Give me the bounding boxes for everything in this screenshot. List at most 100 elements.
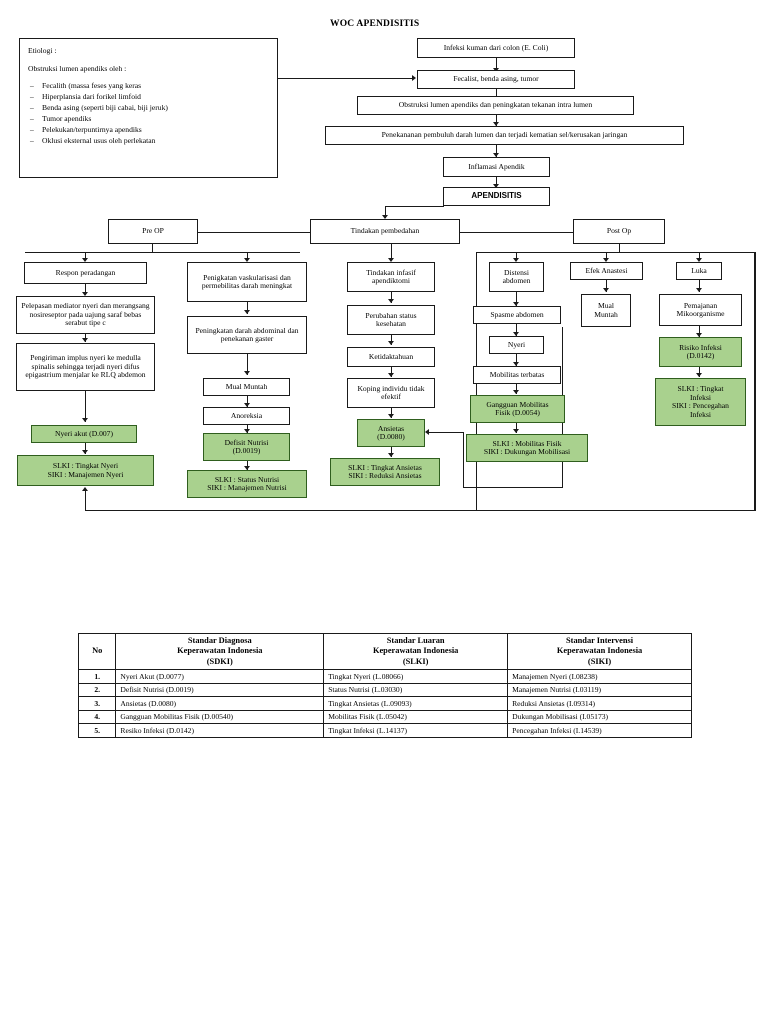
etiologi-item: Tumor apendiks [30,113,269,124]
node-obstruksi-lumen: Obstruksi lumen apendiks dan peningkatan… [357,96,634,115]
arrowhead-down-apendisitis [493,184,499,188]
node-distensi-abdomen: Distensi abdomen [489,262,544,292]
node-pre-op: Pre OP [108,219,198,244]
connector-c2-1 [247,302,248,314]
node-pengiriman-implus: Pengiriman implus nyeri ke medulla spina… [16,343,155,391]
node-nyeri: Nyeri [489,336,544,354]
arrowhead-c3-5 [388,453,394,457]
table-row: 5. Resiko Infeksi (D.0142) Tingkat Infek… [77,723,692,738]
connector-c5-1 [606,280,607,292]
arrowhead-c1-2 [82,338,88,342]
arrowhead-down-col1 [82,258,88,262]
connector-c1-1 [85,284,86,295]
connector-c6-2 [699,326,700,337]
arrowhead-c3-2 [388,341,394,345]
etiologi-list: Fecalith (massa feses yang keras Hiperpl… [28,80,269,146]
connector-c3-3 [391,367,392,377]
table-row: 1. Nyeri Akut (D.0077) Tingkat Nyeri (L.… [77,669,692,684]
connector-mobilitas-to-ansietas-v [463,432,464,487]
node-respon-peradangan: Respon peradangan [24,262,147,284]
connector-c4-5 [516,423,517,433]
connector-tindakan-postop [460,232,573,233]
etiologi-panel: Etiologi : Obstruksi lumen apendiks oleh… [19,38,278,178]
etiologi-subheading: Obstruksi lumen apendiks oleh : [28,64,127,74]
node-post-op: Post Op [573,219,665,244]
etiologi-heading: Etiologi : [28,46,57,55]
arrowhead-c1-3 [82,418,88,422]
connector-branch-col6 [699,252,700,260]
table-row: 4. Gangguan Mobilitas Fisik (D.00540) Mo… [77,709,692,725]
node-tindakan-infasif: Tindakan infasif apendiktomi [347,262,435,292]
node-pelepasan-mediator: Pelepasan mediator nyeri dan merangsang … [16,296,155,334]
cell-siki: Manajemen Nutrisi (I.03119) [507,682,692,698]
connector-c2-2 [247,354,248,375]
arrowhead-c2-5 [244,466,250,470]
table-header-row: No Standar Diagnosa Keperawatan Indonesi… [77,632,692,671]
node-tindakan-pembedahan: Tindakan pembedahan [310,219,460,244]
connector-infeksi-fecalist [496,58,497,70]
right-rail-line [755,252,756,510]
etiologi-item: Fecalith (massa feses yang keras [30,80,269,91]
node-mual-muntah-anastesi: Mual Muntah [581,294,631,327]
connector-branch-col1 [85,252,86,260]
arrowhead-down-tindakan [382,215,388,219]
arrowhead-c1-1 [82,292,88,296]
node-diagnosa-defisit-nutrisi: Defisit Nutrisi (D.0019) [203,433,290,461]
node-fecalist: Fecalist, benda asing, tumor [417,70,575,89]
node-luka: Luka [676,262,722,280]
arrowhead-c4-4 [513,390,519,394]
connector-c3-4 [391,408,392,418]
node-peningkatan-darah-abdominal: Peningkatan darah abdominal dan penekana… [187,316,307,354]
cell-no: 1. [77,669,117,684]
bottom-rail-line [85,510,756,511]
node-slki-siki-infeksi: SLKI : Tingkat Infeksi SIKI : Pencegahan… [655,378,746,426]
arrowhead-down-col3 [388,258,394,262]
connector-branch-col5 [606,252,607,260]
etiologi-item: Benda asing (seperti biji cabai, biji je… [30,102,269,113]
node-mobilitas-terbatas: Mobilitas terbatas [473,366,561,384]
node-diagnosa-nyeri-akut: Nyeri akut (D.007) [31,425,137,443]
connector-c4-4 [516,384,517,394]
arrowhead-up-slki-nyeri [82,487,88,491]
connector-preop-down [152,244,153,253]
node-mual-muntah-nutrisi: Mual Muntah [203,378,290,396]
node-diagnosa-gangguan-mobilitas: Gangguan Mobilitas Fisik (D.0054) [470,395,565,423]
connector-fecalist-obstruksi [496,89,497,99]
arrowhead-c2-1 [244,310,250,314]
connector-c3-2 [391,335,392,345]
cell-siki: Pencegahan Infeksi (I.14539) [507,723,692,738]
connector-apendisitis-horizontal [385,206,444,207]
arrowhead-c3-1 [388,299,394,303]
node-slki-siki-nyeri: SLKI : Tingkat Nyeri SIKI : Manajemen Ny… [17,455,154,486]
connector-apendisitis-down [385,206,386,218]
arrowhead-c4-5 [513,429,519,433]
cell-no: 4. [77,709,117,725]
connector-inflamasi-apendisitis [496,177,497,187]
connector-c3-1 [391,292,392,303]
cell-slki: Tingkat Ansietas (L.09093) [323,696,509,711]
connector-branch-col2 [247,252,248,260]
cell-siki: Dukungan Mobilisasi (I.05173) [507,709,692,725]
node-diagnosa-risiko-infeksi: Risiko Infeksi (D.0142) [659,337,742,367]
connector-c6-1 [699,280,700,292]
node-penigkatan-vaskularisasi: Penigkatan vaskularisasi dan permebilita… [187,262,307,302]
node-pemajanan-mikoorganisme: Pemajanan Mikoorganisme [659,294,742,326]
node-apendisitis: APENDISITIS [443,187,550,206]
arrowhead-right-fecalist [412,75,416,81]
connector-etiologi-to-fecalist [278,78,412,79]
cell-slki: Status Nutrisi (L.03030) [323,682,509,698]
connector-c1-3 [85,391,86,422]
connector-c6-3 [699,367,700,377]
arrowhead-c6-2 [696,333,702,337]
arrowhead-c2-4 [244,429,250,433]
cell-slki: Tingkat Infeksi (L.14137) [323,723,509,738]
cell-sdki: Nyeri Akut (D.0077) [115,669,325,684]
arrowhead-down-inflamasi [493,153,499,157]
arrowhead-c1-4 [82,450,88,454]
connector-bottom-rail-up [85,491,86,510]
connector-mobilitas-to-ansietas-h [429,432,464,433]
connector-c2-3 [247,396,248,407]
arrowhead-c2-2 [244,371,250,375]
node-ketidaktahuan: Ketidaktahuan [347,347,435,367]
